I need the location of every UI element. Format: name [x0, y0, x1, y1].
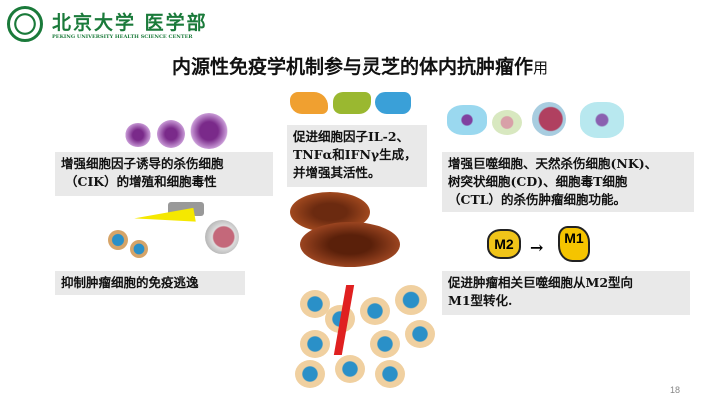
title-text: 内源性免疫学机制参与灵芝的体内抗肿瘤作 [171, 56, 533, 78]
cytokine-line: 促进细胞因子IL-2、 [293, 129, 410, 144]
slide-title: 内源性免疫学机制参与灵芝的体内抗肿瘤作用 [0, 52, 720, 79]
reishi-mushroom-image [290, 192, 410, 277]
macrophage-line: M1型转化. [448, 293, 513, 308]
killer-function-text-box: 增强巨噬细胞、天然杀伤细胞(NK)、 树突状细胞(CD)、细胞毒T细胞 （CTL… [442, 152, 694, 212]
logo: 北京大学 医学部 PEKING UNIVERSITY HEALTH SCIENC… [5, 4, 245, 44]
cik-line: 增强细胞因子诱导的杀伤细胞 [61, 156, 224, 171]
macrophage-line: 促进肿瘤相关巨噬细胞从M2型向 [448, 275, 634, 290]
escape-text: 抑制肿瘤细胞的免疫逃逸 [61, 275, 199, 290]
camera-icon [168, 202, 204, 216]
m2-label: M2 [487, 229, 521, 259]
killer-line: 树突状细胞(CD)、细胞毒T细胞 [448, 174, 628, 189]
light-beam [134, 207, 196, 233]
macrophage-polarization-text-box: 促进肿瘤相关巨噬细胞从M2型向 M1型转化. [442, 271, 690, 315]
killer-line: 增强巨噬细胞、天然杀伤细胞(NK)、 [448, 156, 658, 171]
cik-cell-image [157, 120, 185, 148]
escape-text-box: 抑制肿瘤细胞的免疫逃逸 [55, 271, 245, 295]
cytokine-line: TNFα和IFNγ生成， [293, 147, 417, 162]
cytokine-blue-image [375, 92, 411, 114]
cik-line: （CIK）的增殖和细胞毒性 [65, 174, 217, 189]
cytokine-text-box: 促进细胞因子IL-2、 TNFα和IFNγ生成， 并增强其活性。 [287, 125, 427, 187]
lymphocyte-image [532, 102, 566, 136]
m1-label: M1 [558, 226, 590, 262]
macrophage-image [492, 110, 522, 135]
cytokine-line: 并增强其活性。 [293, 165, 381, 180]
nk-cell-image [580, 102, 624, 138]
tumor-cell-cluster [295, 285, 445, 390]
dendritic-cell-image [447, 105, 487, 135]
killer-line: （CTL）的杀伤肿瘤细胞功能。 [448, 192, 627, 207]
page-number: 18 [670, 385, 681, 395]
cik-cell-image [190, 113, 228, 149]
title-tail: 用 [533, 59, 549, 77]
cik-text-box: 增强细胞因子诱导的杀伤细胞 （CIK）的增殖和细胞毒性 [55, 152, 273, 196]
cik-cell-image [125, 123, 151, 147]
cytokine-orange-image [290, 92, 328, 114]
logo-en: PEKING UNIVERSITY HEALTH SCIENCE CENTER [52, 34, 193, 40]
cytokine-green-image [333, 92, 371, 114]
logo-cn: 北京大学 医学部 [52, 12, 208, 34]
tumor-cell-image [205, 220, 239, 254]
cell-image [130, 240, 148, 258]
arrow-right-icon: → [530, 238, 544, 257]
logo-emblem-icon [7, 6, 43, 42]
cell-image [108, 230, 128, 250]
